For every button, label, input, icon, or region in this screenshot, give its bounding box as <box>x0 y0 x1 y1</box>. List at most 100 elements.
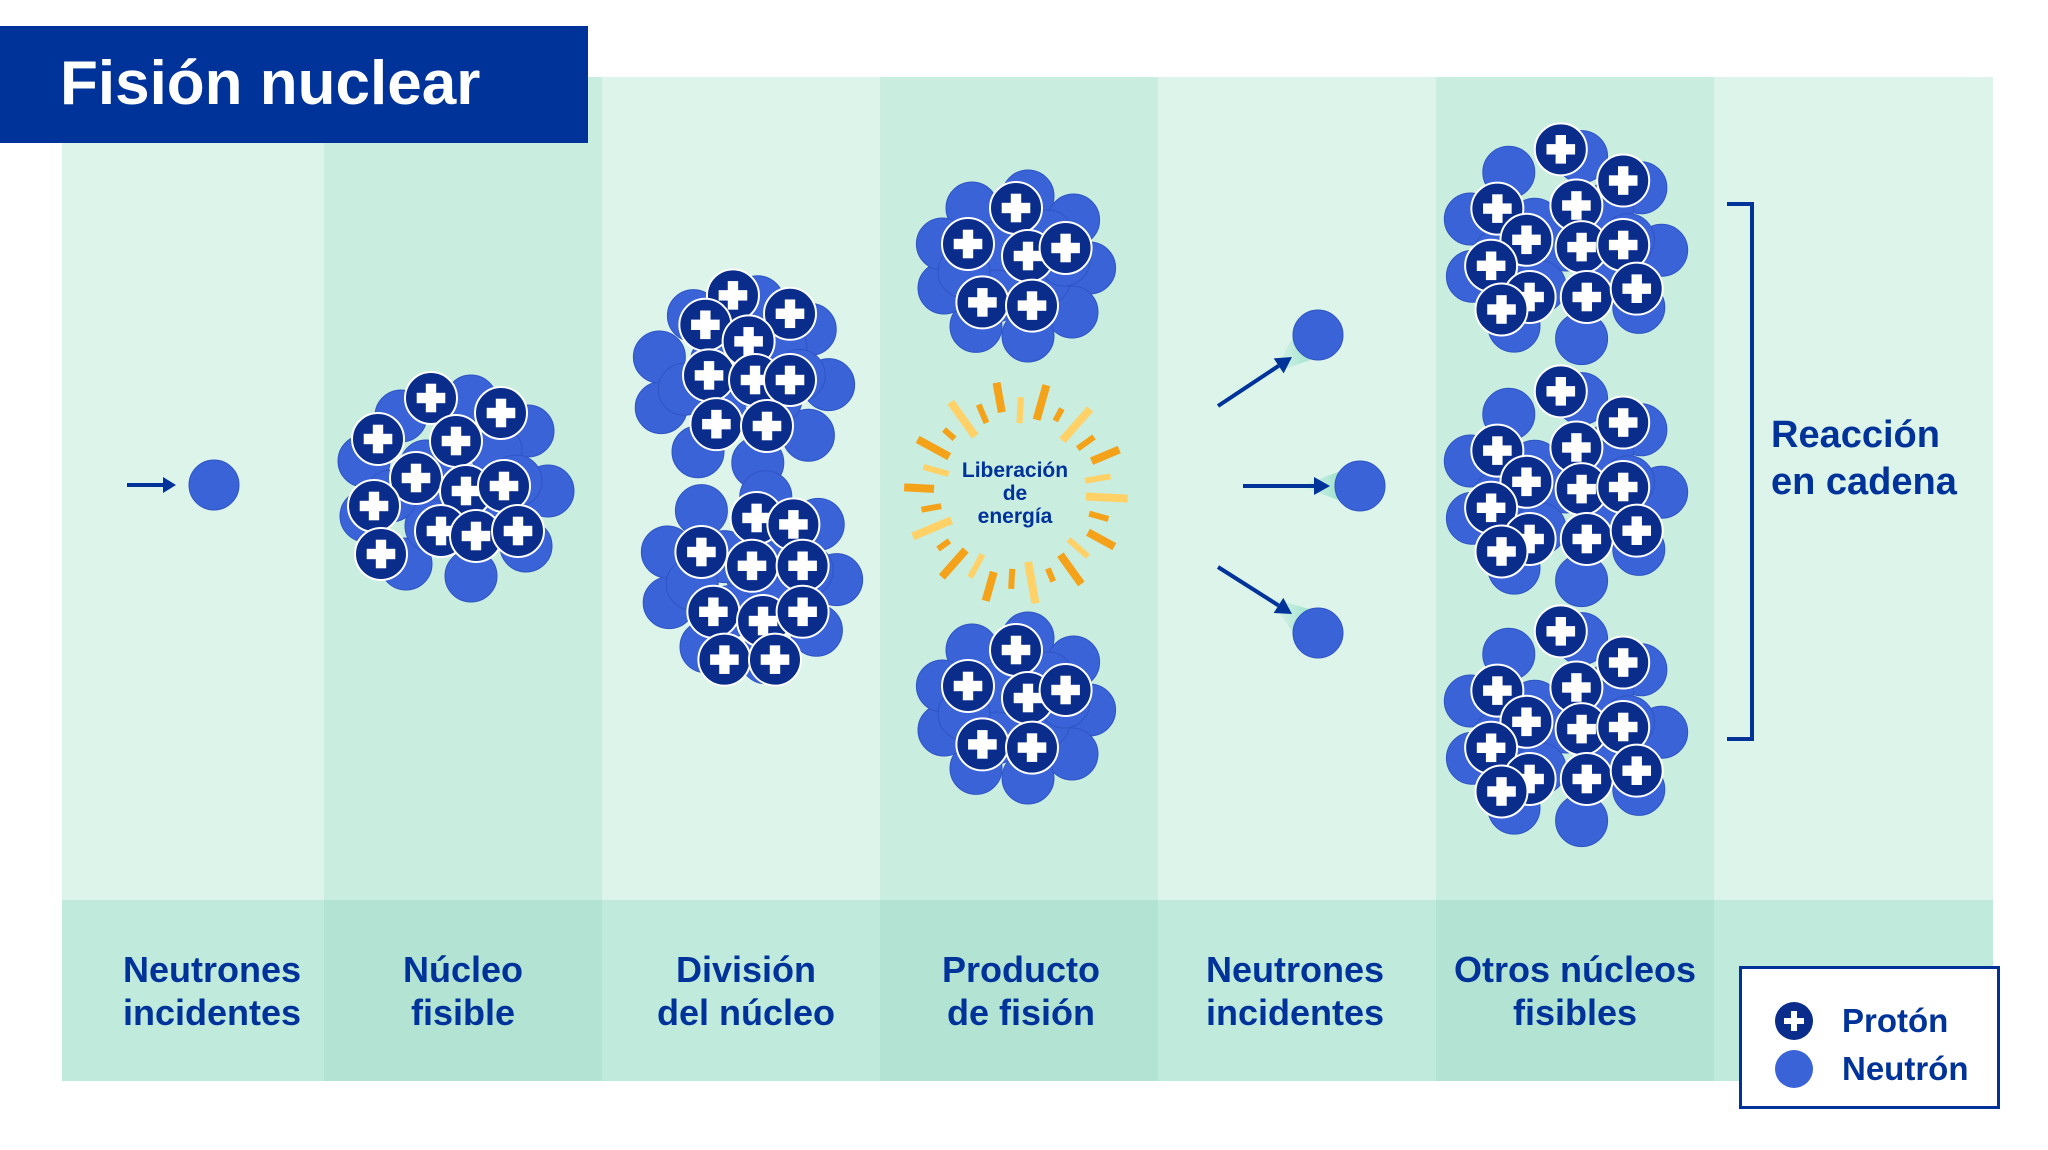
energy-ray <box>1052 407 1065 423</box>
proton-plus-v <box>788 510 799 539</box>
proton <box>763 353 817 407</box>
proton-plus-v <box>1571 191 1582 220</box>
proton <box>491 504 545 558</box>
proton-plus-v <box>962 671 974 701</box>
neutron-icon <box>1775 1050 1813 1088</box>
energy-ray <box>1045 567 1057 583</box>
other-fissile-nucleus-1 <box>1443 122 1689 366</box>
proton-plus-v <box>1581 524 1592 554</box>
proton <box>1596 395 1651 450</box>
proton-plus-v <box>368 491 380 521</box>
arrow-head <box>163 477 176 493</box>
proton-plus-v <box>749 365 761 395</box>
proton-plus-v <box>372 424 384 454</box>
proton <box>351 412 405 466</box>
proton <box>686 584 741 639</box>
proton <box>941 659 995 713</box>
proton <box>1559 752 1614 806</box>
neutron <box>188 459 240 511</box>
energy-ray <box>922 464 950 477</box>
proton-plus-v <box>1524 764 1535 794</box>
proton <box>1596 153 1651 208</box>
proton-plus-v <box>1496 537 1507 566</box>
proton <box>725 538 779 593</box>
proton <box>477 459 531 513</box>
proton-plus-v <box>1555 617 1566 646</box>
energy-ray <box>947 399 979 439</box>
legend-neutron-label: Neutrón <box>1842 1050 1969 1087</box>
proton <box>989 623 1043 677</box>
proton <box>1005 720 1059 775</box>
proton-plus-v <box>797 597 808 627</box>
proton-plus-v <box>751 503 762 533</box>
energy-ray <box>936 538 952 552</box>
proton-plus-v <box>1581 764 1592 794</box>
proton-plus-v <box>746 551 758 581</box>
proton-plus-v <box>784 365 796 395</box>
legend-item-proton: Protón <box>1772 999 1992 1043</box>
proton <box>1005 278 1059 333</box>
proton-plus-v <box>703 361 715 390</box>
proton-plus-v <box>977 730 988 759</box>
proton-plus-v <box>435 516 447 546</box>
label-band-shade-6 <box>1436 900 1714 1081</box>
proton <box>474 386 528 440</box>
arrow-head <box>1273 357 1292 374</box>
proton-plus-v <box>769 645 781 674</box>
proton-plus-v <box>1524 282 1535 312</box>
dividing-nucleus-top <box>632 268 856 490</box>
legend: Protón Neutrón <box>1739 966 2000 1109</box>
legend-proton-label: Protón <box>1842 1002 1949 1039</box>
page-title: Fisión nuclear <box>60 49 481 118</box>
proton <box>1474 764 1529 819</box>
energy-ray <box>1075 434 1096 452</box>
proton-plus-v <box>719 645 730 674</box>
proton-plus-v <box>1485 733 1497 763</box>
proton <box>1559 270 1614 324</box>
proton-plus-v <box>1618 230 1629 260</box>
proton-plus-v <box>743 327 754 356</box>
proton <box>1596 460 1651 514</box>
proton <box>429 414 483 468</box>
energy-ray <box>975 403 990 425</box>
proton <box>1596 218 1651 272</box>
proton-plus-v <box>1496 295 1507 324</box>
energy-ray <box>967 553 986 579</box>
proton-plus-v <box>1521 707 1532 737</box>
proton-plus-v <box>450 426 462 456</box>
proton-plus-v <box>700 310 711 340</box>
neutron <box>1292 607 1344 659</box>
proton-plus-v <box>727 281 739 310</box>
proton-plus-v <box>1631 756 1642 785</box>
proton-plus-v <box>962 229 974 259</box>
proton-plus-v <box>1060 233 1071 263</box>
energy-ray <box>1059 406 1094 444</box>
proton-plus-v <box>1485 493 1497 523</box>
title-box <box>0 26 588 143</box>
energy-ray <box>1090 445 1121 465</box>
proton <box>1609 503 1664 558</box>
fission-product-bottom <box>915 611 1117 805</box>
proton <box>1549 420 1604 475</box>
proton-plus-v <box>1010 635 1022 665</box>
energy-ray <box>1084 473 1112 484</box>
proton <box>389 451 443 505</box>
proton <box>955 717 1010 772</box>
proton-plus-v <box>1555 135 1566 164</box>
proton <box>1549 660 1604 715</box>
proton-plus-v <box>1576 714 1587 744</box>
legend-item-neutron: Neutrón <box>1772 1047 1992 1091</box>
energy-ray <box>1066 537 1090 559</box>
proton-plus-v <box>375 539 387 569</box>
proton <box>1596 635 1651 690</box>
proton <box>354 527 408 581</box>
other-fissile-nucleus-3 <box>1443 604 1689 848</box>
fission-product-top <box>915 169 1117 363</box>
proton-plus-v <box>1492 676 1503 705</box>
proton <box>682 348 737 403</box>
proton <box>1038 663 1093 717</box>
